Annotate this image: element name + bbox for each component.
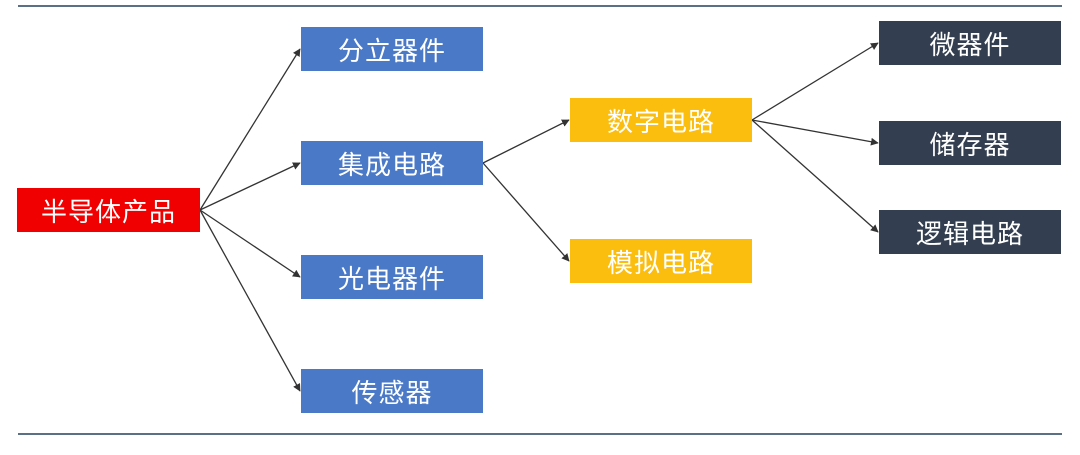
connector-ic-to-analog — [482, 162, 570, 262]
node-digital-circuits: 数字电路 — [570, 98, 752, 142]
connector-digital-to-memory — [751, 119, 879, 146]
node-logic-circuits: 逻辑电路 — [879, 210, 1061, 254]
connector-root-to-ic — [199, 162, 301, 211]
node-integrated-circuits: 集成电路 — [301, 141, 483, 185]
bottom-rule — [18, 433, 1062, 435]
node-semiconductor-products: 半导体产品 — [17, 188, 200, 232]
connector-root-to-sensor — [199, 209, 301, 392]
node-sensors: 传感器 — [301, 369, 483, 413]
node-analog-circuits: 模拟电路 — [570, 239, 752, 283]
connector-root-to-opto — [199, 209, 301, 278]
node-discrete-devices: 分立器件 — [301, 27, 483, 71]
node-memory: 储存器 — [879, 121, 1061, 165]
connector-root-to-discrete — [199, 48, 301, 211]
node-micro-devices: 微器件 — [879, 21, 1061, 65]
connector-digital-to-micro — [751, 42, 879, 121]
top-rule — [18, 5, 1062, 7]
node-optoelectronic-devices: 光电器件 — [301, 255, 483, 299]
connector-ic-to-digital — [482, 119, 570, 164]
connector-digital-to-logic — [751, 119, 879, 233]
